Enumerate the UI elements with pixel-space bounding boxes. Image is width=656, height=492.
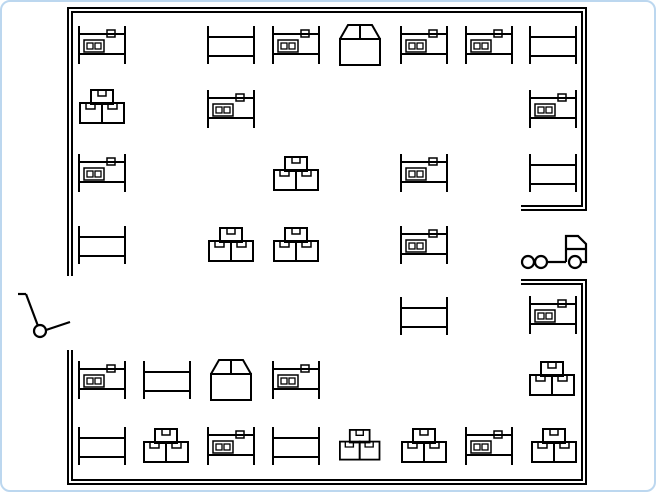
shelf-with-boxes [272,25,320,65]
stacked-boxes [338,428,381,461]
shelf-with-boxes [78,153,126,193]
empty-shelf [529,25,577,65]
shelf-with-boxes [529,295,577,335]
shelf-with-boxes [465,25,513,65]
empty-shelf [78,426,126,466]
shelf-with-boxes [78,360,126,400]
closed-crate [339,24,381,66]
stacked-boxes [79,89,125,124]
shelf-with-boxes [272,360,320,400]
stacked-boxes [273,227,319,262]
stacked-boxes [273,156,319,191]
empty-shelf [143,360,191,400]
empty-shelf [78,225,126,265]
shelf-with-boxes [78,25,126,65]
shelf-with-boxes [400,225,448,265]
hand-trolley-icon[interactable] [18,292,71,339]
stacked-boxes [531,428,577,463]
empty-shelf [400,296,448,336]
delivery-truck-icon[interactable] [520,234,588,270]
stacked-boxes [401,428,447,463]
shelf-with-boxes [465,426,513,466]
empty-shelf [272,426,320,466]
empty-shelf [207,25,255,65]
shelf-with-boxes [400,153,448,193]
empty-shelf [529,153,577,193]
stacked-boxes [208,227,254,262]
shelf-with-boxes [207,426,255,466]
shelf-with-boxes [529,89,577,129]
closed-crate [210,359,252,401]
warehouse-walls [67,7,587,485]
shelf-with-boxes [207,89,255,129]
stacked-boxes [143,428,189,463]
shelf-with-boxes [400,25,448,65]
stacked-boxes [529,361,575,396]
